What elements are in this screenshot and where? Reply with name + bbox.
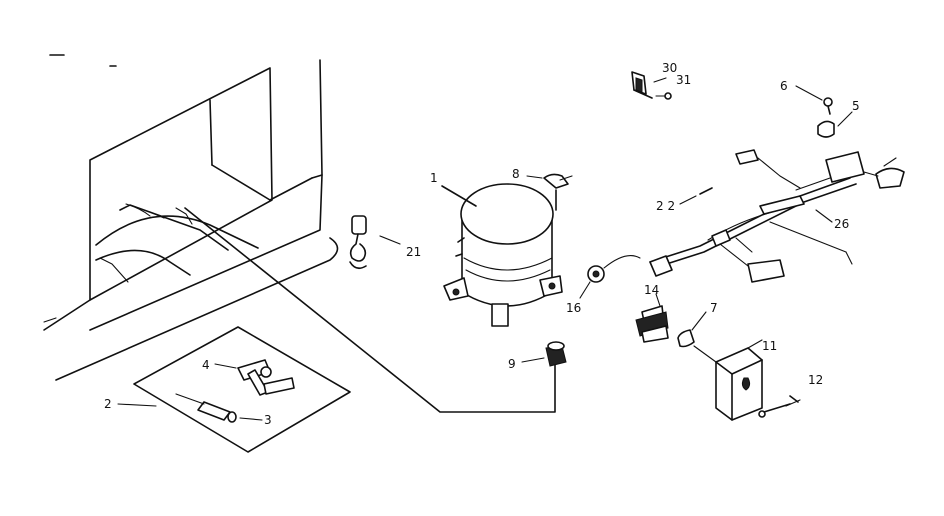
callout-16: 16: [566, 301, 581, 315]
callout-5: 5: [852, 99, 860, 113]
kit-box: [117, 326, 351, 453]
callout-14: 14: [644, 283, 659, 297]
cabinet-housing: [43, 54, 556, 413]
part-21-clip: [349, 215, 401, 270]
part-14-relay: [635, 293, 669, 343]
part-3-capacitor: [175, 393, 237, 423]
part-6-screw: [795, 85, 833, 115]
callout-11: 11: [762, 339, 777, 353]
callout-31: 31: [676, 73, 691, 87]
part-26-wiring-harness: [649, 149, 905, 283]
callout-labels: 1 2 3 4 5 6 7 8 9 11 12 14 16 21 2 2 26 …: [104, 61, 860, 427]
part-8-clip: [526, 173, 573, 211]
part-5-bushing: [817, 111, 853, 138]
callout-8: 8: [512, 167, 520, 181]
part-12-screw: [758, 395, 801, 418]
callout-21: 21: [406, 245, 421, 259]
callout-9: 9: [508, 357, 516, 371]
callout-4: 4: [202, 358, 210, 372]
part-4-fitting: [237, 359, 295, 396]
part-30-31-bracket: [631, 71, 672, 100]
part-22-clip: [679, 187, 713, 205]
callout-3: 3: [264, 413, 272, 427]
part-7-connector: [677, 311, 707, 348]
callout-22: 2 2: [656, 199, 675, 213]
part-16-overload: [579, 255, 641, 299]
callout-1: 1: [430, 171, 438, 185]
callout-26: 26: [834, 217, 849, 231]
callout-12: 12: [808, 373, 823, 387]
part-9-grommet: [521, 341, 567, 367]
callout-6: 6: [780, 79, 788, 93]
callout-2: 2: [104, 397, 112, 411]
part-1-compressor: [441, 183, 563, 327]
part-11-cover: [693, 339, 763, 421]
callout-30: 30: [662, 61, 677, 75]
callout-7: 7: [710, 301, 718, 315]
